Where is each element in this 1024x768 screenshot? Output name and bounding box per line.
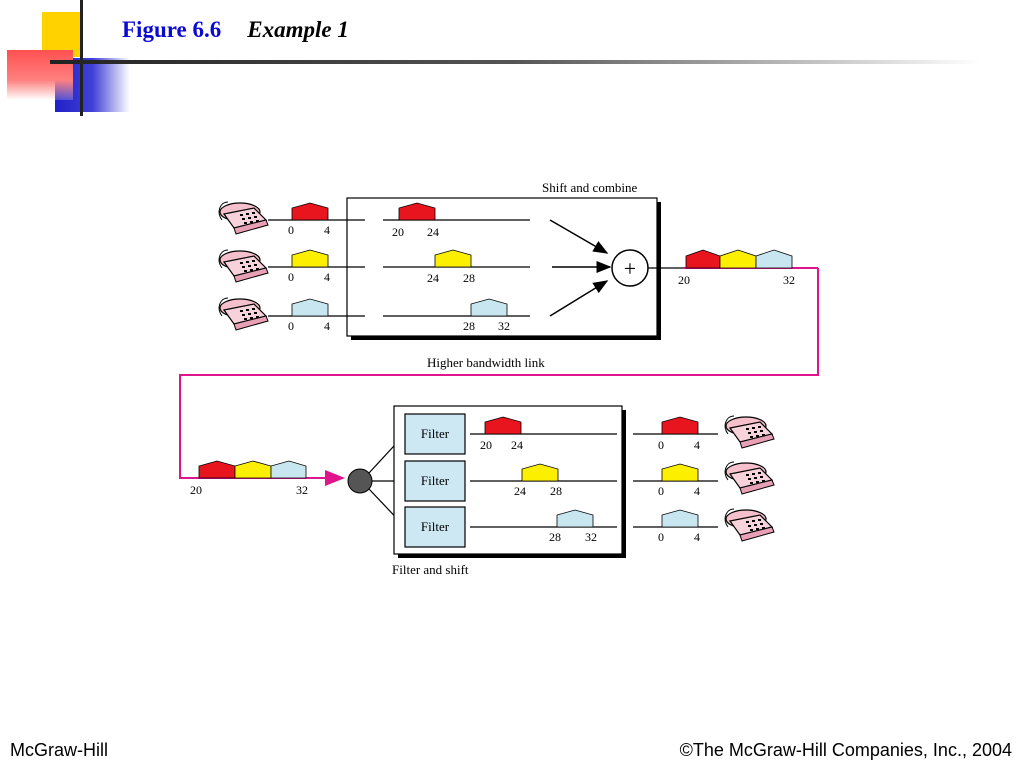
filter-label: Filter [421, 473, 450, 488]
spectrum-blue-shifted [470, 298, 508, 317]
freq-label: 0 [658, 530, 664, 544]
freq-label: 28 [463, 271, 475, 285]
telephone-icon [724, 508, 775, 542]
freq-label: 32 [296, 483, 308, 497]
freq-label: 24 [514, 484, 526, 498]
freq-label: 20 [392, 225, 404, 239]
freq-label: 28 [549, 530, 561, 544]
filter-block [404, 506, 466, 548]
telephone-icon [724, 415, 775, 449]
figure-number: Figure 6.6 [122, 17, 222, 42]
telephone-icon [724, 461, 775, 495]
freq-label: 4 [324, 270, 330, 284]
splitter-node [347, 468, 373, 494]
telephone-icon [218, 249, 269, 283]
filter-shift-label: Filter and shift [392, 562, 469, 577]
example-title: Example 1 [247, 17, 349, 42]
freq-label: 20 [678, 273, 690, 287]
freq-label: 4 [694, 530, 700, 544]
footer-copyright: ©The McGraw-Hill Companies, Inc., 2004 [679, 740, 1012, 760]
filter-label: Filter [421, 426, 450, 441]
filter-block [404, 413, 466, 455]
freq-label: 24 [427, 271, 439, 285]
spectrum-yellow [291, 249, 329, 268]
slide-title: Figure 6.6 Example 1 [122, 17, 349, 43]
spectrum-red-shifted [398, 202, 436, 221]
freq-label: 24 [511, 438, 523, 452]
telephone-icon [218, 297, 269, 331]
freq-label: 28 [463, 319, 475, 333]
shift-combine-label: Shift and combine [542, 180, 638, 195]
freq-label: 0 [658, 484, 664, 498]
freq-label: 32 [498, 319, 510, 333]
link-label: Higher bandwidth link [427, 355, 545, 370]
freq-label: 0 [288, 270, 294, 284]
freq-label: 28 [550, 484, 562, 498]
telephone-icon [218, 201, 269, 235]
freq-label: 20 [190, 483, 202, 497]
filter-block [404, 460, 466, 502]
freq-label: 0 [288, 319, 294, 333]
freq-label: 4 [324, 319, 330, 333]
decorative-corner [0, 0, 140, 120]
freq-label: 20 [480, 438, 492, 452]
spectrum-red [291, 202, 329, 221]
freq-label: 32 [783, 273, 795, 287]
adder-symbol: + [624, 256, 636, 281]
freq-label: 4 [324, 223, 330, 237]
freq-label: 4 [694, 438, 700, 452]
filter-label: Filter [421, 519, 450, 534]
freq-label: 0 [288, 223, 294, 237]
spectrum-yellow-shifted [434, 249, 472, 268]
footer-publisher: McGraw-Hill [10, 740, 108, 760]
spectrum-blue [291, 298, 329, 317]
freq-label: 4 [694, 484, 700, 498]
title-rule [50, 60, 980, 64]
freq-label: 24 [427, 225, 439, 239]
freq-label: 32 [585, 530, 597, 544]
freq-label: 0 [658, 438, 664, 452]
